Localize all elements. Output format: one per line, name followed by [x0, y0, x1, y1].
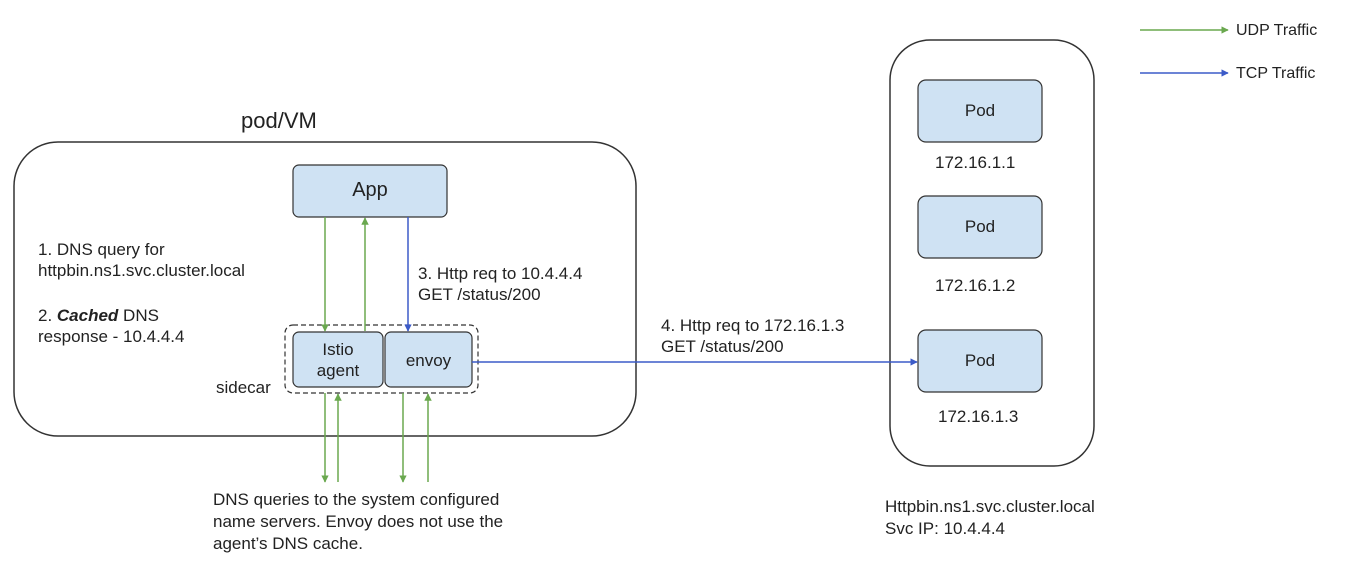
- sidecar-label: sidecar: [216, 378, 271, 397]
- pod-1-ip: 172.16.1.1: [935, 153, 1016, 172]
- dns-note-line2: name servers. Envoy does not use the: [213, 512, 504, 531]
- step1-line2: httpbin.ns1.svc.cluster.local: [38, 261, 245, 280]
- step1-text: 1. DNS query for httpbin.ns1.svc.cluster…: [38, 239, 245, 281]
- service-ip: Svc IP: 10.4.4.4: [885, 519, 1006, 538]
- legend-tcp-label: TCP Traffic: [1236, 65, 1316, 82]
- pod-3-ip: 172.16.1.3: [938, 407, 1019, 426]
- step2-emphasis: Cached: [56, 306, 119, 325]
- step2-line1: 2. Cached DNS: [38, 305, 184, 326]
- dns-note-line3: agent’s DNS cache.: [213, 534, 363, 553]
- dns-note: DNS queries to the system configured nam…: [213, 489, 503, 555]
- step3-text: 3. Http req to 10.4.4.4 GET /status/200: [418, 263, 582, 305]
- step2-rest: DNS: [118, 306, 159, 325]
- step3-line2: GET /status/200: [418, 285, 541, 304]
- pod-box-3: [917, 329, 1043, 393]
- dns-note-line1: DNS queries to the system configured: [213, 490, 500, 509]
- service-info: Httpbin.ns1.svc.cluster.local Svc IP: 10…: [885, 496, 1095, 540]
- step4-text: 4. Http req to 172.16.1.3 GET /status/20…: [661, 315, 844, 357]
- pod-box-1: [917, 79, 1043, 143]
- legend-udp-label: UDP Traffic: [1236, 22, 1318, 39]
- pod-2-ip: 172.16.1.2: [935, 276, 1016, 295]
- istio-agent-box: [292, 331, 384, 388]
- step4-line2: GET /status/200: [661, 337, 784, 356]
- pod-box-2: [917, 195, 1043, 259]
- step3-line1: 3. Http req to 10.4.4.4: [418, 264, 583, 283]
- envoy-box: [384, 331, 473, 388]
- step4-line1: 4. Http req to 172.16.1.3: [661, 316, 845, 335]
- service-name: Httpbin.ns1.svc.cluster.local: [885, 497, 1095, 516]
- step2-text: 2. Cached DNS response - 10.4.4.4: [38, 305, 184, 347]
- app-box: [292, 164, 448, 218]
- step2-prefix: 2.: [38, 306, 57, 325]
- sidecar-boundary: [284, 324, 479, 394]
- step1-line1: 1. DNS query for: [38, 240, 165, 259]
- pod-vm-title: pod/VM: [241, 108, 317, 133]
- step2-line2: response - 10.4.4.4: [38, 327, 185, 346]
